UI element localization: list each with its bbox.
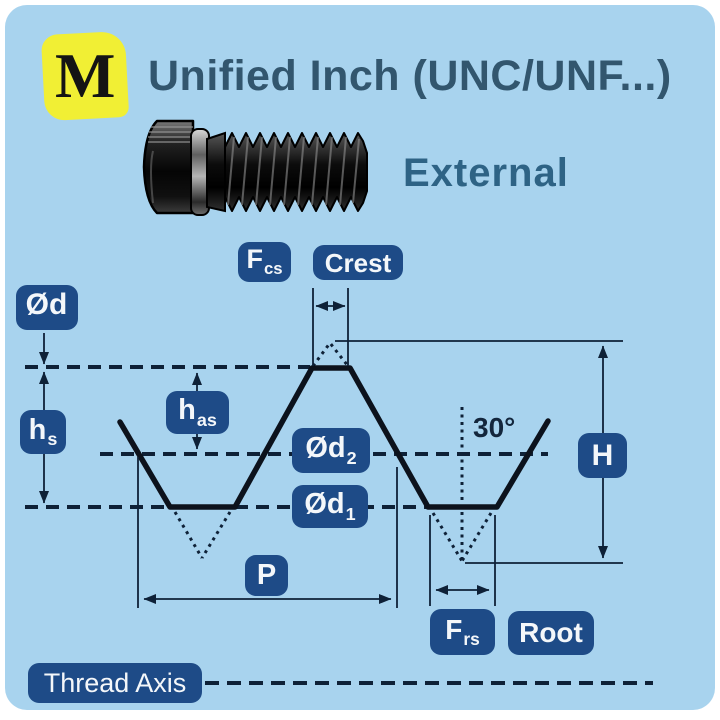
label-root: Root bbox=[508, 611, 594, 655]
thread-profile-diagram bbox=[25, 288, 653, 685]
label-root-flat-width: Frs bbox=[430, 609, 495, 655]
page-title: Unified Inch (UNC/UNF...) bbox=[148, 52, 672, 100]
label-thread-height: hs bbox=[20, 410, 66, 454]
label-thread-axis: Thread Axis bbox=[28, 663, 202, 703]
diameter-reference-lines bbox=[25, 365, 548, 509]
label-flank-half-angle: 30° bbox=[473, 412, 516, 443]
label-major-diameter: Ød bbox=[16, 285, 78, 330]
bolt-head bbox=[142, 119, 195, 215]
bolt-threads bbox=[224, 132, 368, 212]
infographic-card: M Unified Inch (UNC/UNF...) External bbox=[5, 5, 715, 710]
label-minor-diameter: Ød1 bbox=[292, 485, 368, 528]
extension-lines bbox=[137, 288, 623, 608]
theoretical-sharp-profile bbox=[173, 340, 493, 564]
thread-variant-label: External bbox=[403, 151, 569, 195]
label-addendum-height: has bbox=[166, 391, 229, 434]
label-crest-flat-width: Fcs bbox=[238, 242, 291, 282]
label-fundamental-height: H bbox=[578, 433, 627, 478]
label-crest: Crest bbox=[313, 245, 403, 280]
bolt-image bbox=[142, 119, 368, 216]
thread-profile-outline bbox=[117, 365, 551, 510]
bolt-chamfer bbox=[206, 131, 226, 213]
label-pitch-diameter: Ød2 bbox=[292, 428, 370, 473]
label-pitch: P bbox=[245, 555, 288, 596]
